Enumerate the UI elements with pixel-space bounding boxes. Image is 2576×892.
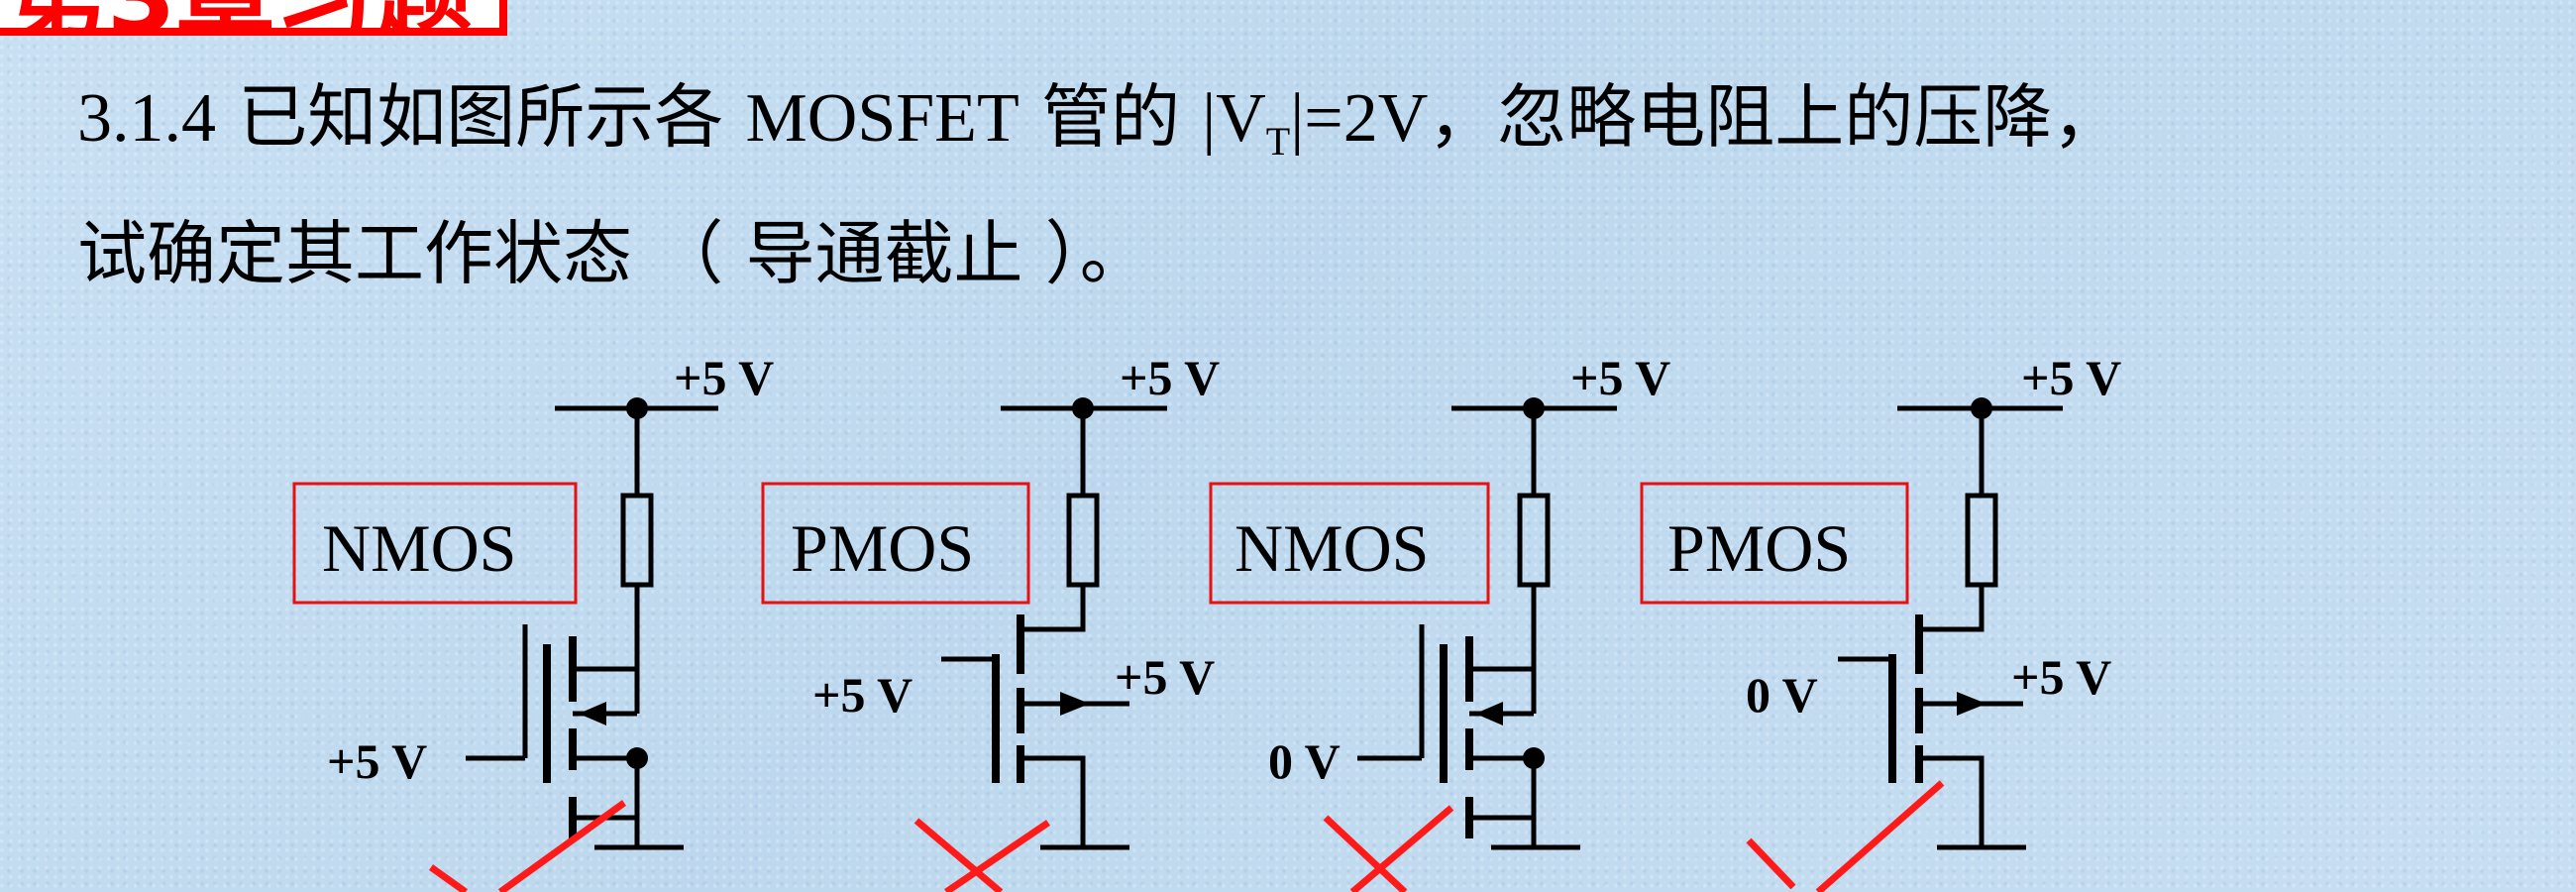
- gate-voltage-label: 0 V: [1746, 667, 1818, 723]
- gate-voltage-label: +5 V: [812, 667, 912, 723]
- source-voltage-label: +5 V: [1115, 649, 1215, 705]
- problem-line-1: 3.1.4 已知如图所示各 MOSFET 管的 |VT|=2V，忽略电阻上的压降…: [77, 61, 2121, 165]
- circuit-nmos-1: +5 V +5 V NMOS: [292, 350, 774, 892]
- check-mark: [1746, 780, 1945, 892]
- problem-number: 3.1.4: [77, 80, 216, 157]
- problem-text-after: ，忽略电阻上的压降，: [1428, 76, 2122, 158]
- type-label-box: [292, 482, 578, 605]
- circuit-nmos-3: +5 V 0 V NMOS: [1209, 350, 1670, 892]
- gate-voltage-label: 0 V: [1268, 733, 1341, 789]
- resistor: [1965, 493, 1998, 588]
- circuit-pmos-2: +5 V +5 V +5 V PMOS: [761, 350, 1220, 892]
- supply-voltage-label: +5 V: [1570, 350, 1670, 405]
- vt-subscript: T: [1265, 119, 1291, 164]
- resistor: [1517, 493, 1551, 588]
- cross-mark: [913, 818, 1050, 892]
- type-label-box: [1640, 482, 1909, 605]
- gate-voltage-label: +5 V: [327, 733, 427, 789]
- type-label-box: [1209, 482, 1490, 605]
- type-label: PMOS: [791, 510, 974, 586]
- circuit-pmos-4: +5 V 0 V +5 V PMOS: [1640, 350, 2121, 892]
- resistor: [1066, 493, 1100, 588]
- type-label: NMOS: [322, 510, 517, 586]
- type-label: NMOS: [1234, 510, 1430, 586]
- chapter-badge: 第3章习题: [0, 0, 507, 36]
- supply-voltage-label: +5 V: [674, 350, 774, 405]
- chapter-badge-text: 第3章习题: [8, 0, 474, 28]
- problem-text-before: 已知如图所示各: [238, 76, 746, 158]
- supply-voltage-label: +5 V: [1120, 350, 1220, 405]
- resistor: [620, 493, 654, 588]
- mosfet-term: MOSFET: [745, 80, 1020, 157]
- type-label: PMOS: [1667, 510, 1851, 586]
- supply-voltage-label: +5 V: [2021, 350, 2121, 405]
- vt-prefix: |V: [1202, 80, 1266, 157]
- vt-suffix: |=2V: [1290, 80, 1429, 157]
- cross-mark: [1323, 805, 1454, 892]
- type-label-box: [761, 482, 1030, 605]
- source-voltage-label: +5 V: [2011, 649, 2111, 705]
- cross-mark: [428, 800, 627, 892]
- problem-text-mid: 管的: [1019, 76, 1203, 158]
- problem-line-2: 试确定其工作状态 （ 导通截止 ）。: [77, 213, 1149, 294]
